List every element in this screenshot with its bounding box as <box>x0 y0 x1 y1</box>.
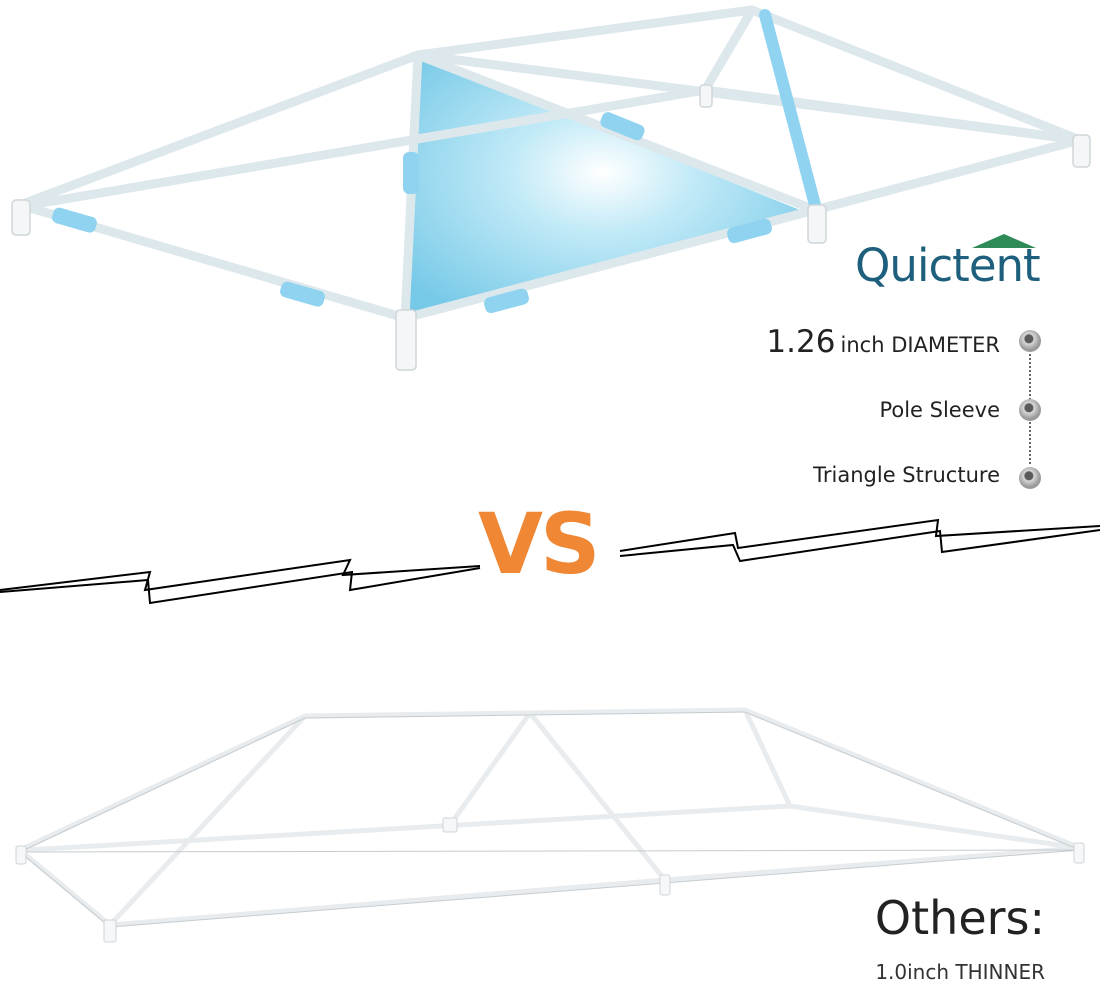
bullet-dot-icon <box>1019 399 1041 421</box>
feature-pole-sleeve: Pole Sleeve <box>879 398 1000 422</box>
feature-triangle-structure: Triangle Structure <box>813 463 1000 487</box>
lightning-divider <box>0 518 1100 605</box>
diameter-unit: inch DIAMETER <box>840 333 1000 357</box>
brand-roof-icon <box>972 234 1036 248</box>
diameter-value: 1.26 <box>766 324 836 360</box>
bullet-dot-icon <box>1019 330 1041 352</box>
canopy-frame-others <box>17 707 1083 928</box>
canopy-frame-top <box>11 5 1091 371</box>
pole-sleeves <box>52 112 772 314</box>
bullet-dot-icon <box>1019 467 1041 489</box>
others-subtitle: 1.0inch THINNER <box>875 960 1045 984</box>
others-title: Others: <box>874 891 1045 945</box>
vs-label: VS <box>478 495 601 593</box>
feature-diameter: 1.26 inch DIAMETER <box>766 324 1000 360</box>
brand-logo: Quictent <box>855 239 1041 292</box>
